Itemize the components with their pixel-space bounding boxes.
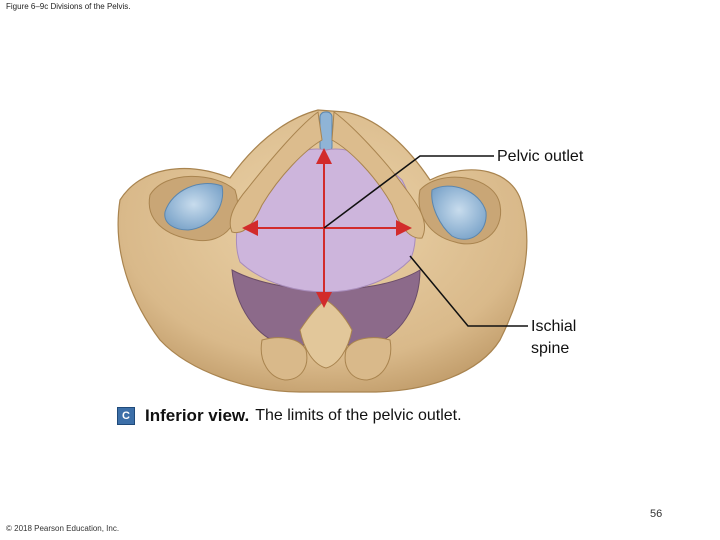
sacrum — [260, 337, 392, 381]
caption-view: Inferior view. — [145, 406, 250, 425]
ischial-spine-label-line1: Ischial — [531, 318, 577, 335]
leader-lines — [323, 155, 528, 327]
pelvic-outlet-label: Pelvic outlet — [497, 148, 584, 165]
ischial-spine-label-line2: spine — [531, 340, 570, 357]
caption-text: The limits of the pelvic outlet. — [255, 407, 462, 424]
pubic-symphysis — [319, 111, 333, 153]
ischial-spine-label: Ischial spine — [531, 316, 611, 360]
pelvic-outlet-leader — [323, 155, 494, 229]
outlet-limit-arrows — [242, 148, 412, 308]
figure-title: Figure 6–9c Divisions of the Pelvis. — [6, 2, 131, 11]
cartilage — [164, 111, 487, 240]
page-number: 56 — [650, 508, 663, 520]
ischiopubic-rami — [229, 111, 426, 239]
panel-badge: C — [117, 407, 135, 425]
figure-caption: C Inferior view. The limits of the pelvi… — [117, 404, 462, 428]
ischial-spine-leader — [409, 255, 528, 327]
copyright: © 2018 Pearson Education, Inc. — [6, 524, 120, 533]
